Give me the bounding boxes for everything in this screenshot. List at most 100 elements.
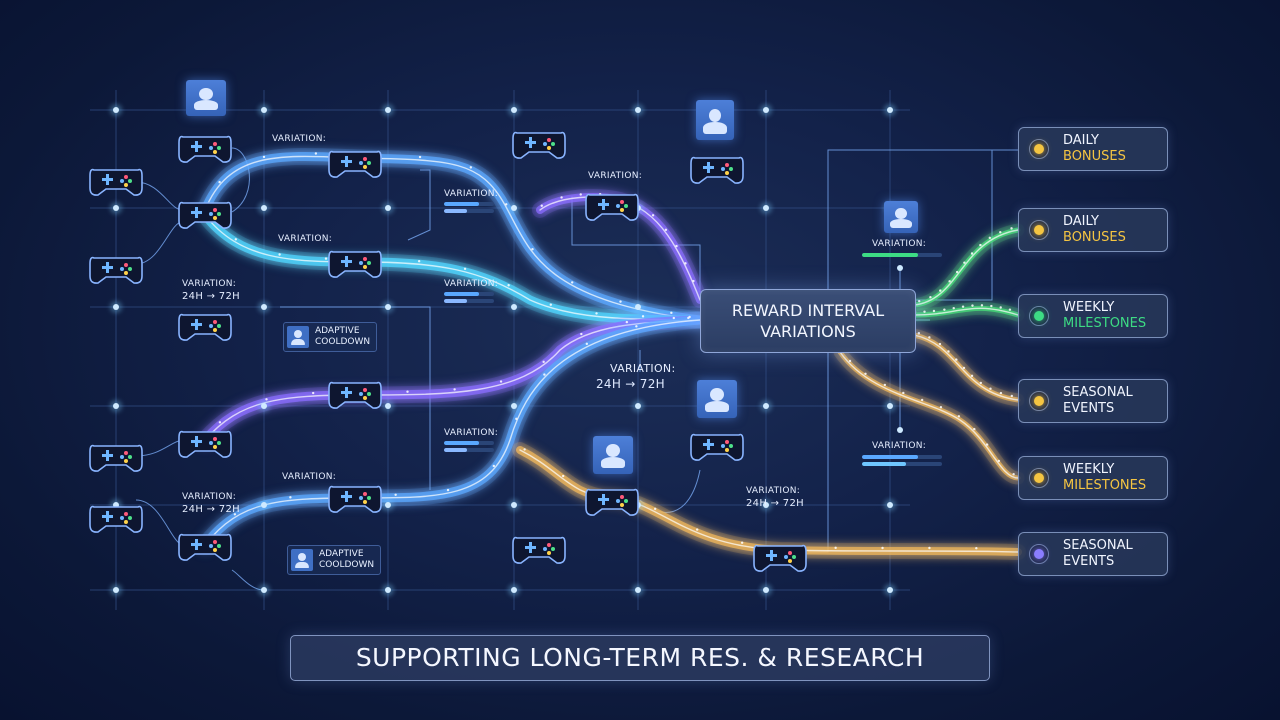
spark-dot bbox=[952, 306, 955, 310]
user-avatar-icon bbox=[291, 549, 313, 571]
variation-meter-bars bbox=[862, 250, 942, 257]
variation-text: VARIATION: bbox=[444, 428, 499, 438]
gamepad-icon bbox=[690, 433, 744, 461]
gamepad-button bbox=[359, 161, 363, 165]
grid-node bbox=[385, 205, 391, 211]
spark-dot bbox=[939, 406, 943, 409]
grid-node bbox=[113, 587, 119, 593]
gamepad-icon bbox=[690, 156, 744, 184]
grid-node bbox=[113, 205, 119, 211]
output-label-line2: EVENTS bbox=[1063, 554, 1115, 569]
grid-node bbox=[385, 304, 391, 310]
spark-dot bbox=[864, 372, 867, 376]
gamepad-button bbox=[620, 495, 624, 499]
gamepad-body bbox=[753, 544, 807, 572]
interval-text: 24H → 72H bbox=[182, 291, 240, 302]
gamepad-button bbox=[363, 500, 367, 504]
gamepad-body bbox=[89, 256, 143, 284]
output-label-line1: WEEKLY bbox=[1063, 300, 1115, 315]
gamepad-button bbox=[209, 544, 213, 548]
gamepad-button bbox=[213, 540, 217, 544]
stream-core bbox=[204, 155, 701, 321]
variation-meter: VARIATION: bbox=[444, 279, 498, 303]
gamepad-button bbox=[120, 455, 124, 459]
gamepad-body bbox=[178, 430, 232, 458]
gamepad-body bbox=[328, 150, 382, 178]
spark-dot bbox=[917, 332, 921, 335]
adaptive-text: ADAPTIVE bbox=[319, 549, 364, 559]
gamepad-layer bbox=[89, 131, 807, 572]
spark-dot bbox=[394, 493, 397, 496]
spark-dot bbox=[938, 342, 942, 346]
spark-dot bbox=[955, 270, 959, 274]
gamepad-body bbox=[178, 135, 232, 163]
gamepad-button bbox=[128, 516, 132, 520]
stream-core bbox=[913, 334, 1019, 401]
output-seasonal-events: SEASONAL EVENTS bbox=[1018, 532, 1168, 576]
gamepad-button bbox=[363, 492, 367, 496]
spark-dot bbox=[918, 299, 921, 303]
grid-node bbox=[261, 502, 267, 508]
gamepad-button bbox=[213, 320, 217, 324]
gamepad-button bbox=[363, 257, 367, 261]
gamepad-body bbox=[328, 381, 382, 409]
gamepad-button bbox=[725, 440, 729, 444]
stream-core bbox=[204, 319, 701, 546]
variation-text: VARIATION: bbox=[444, 279, 499, 289]
variation-label: VARIATION: bbox=[872, 239, 927, 249]
gamepad-icon bbox=[89, 256, 143, 284]
output-daily-bonuses: DAILY BONUSES bbox=[1018, 127, 1168, 171]
spark-dot bbox=[999, 391, 1003, 395]
spark-dot bbox=[446, 488, 450, 492]
spark-dot bbox=[531, 247, 534, 251]
gamepad-button bbox=[792, 555, 796, 559]
output-weekly-milestones: WEEKLY MILESTONES bbox=[1018, 294, 1168, 338]
gamepad-button bbox=[217, 441, 221, 445]
gamepad-button bbox=[213, 328, 217, 332]
gamepad-dpad bbox=[341, 491, 352, 502]
gamepad-dpad bbox=[766, 550, 777, 561]
spark-dot bbox=[985, 443, 989, 446]
reward-interval-hub: REWARD INTERVAL VARIATIONS bbox=[700, 289, 916, 353]
spark-dot bbox=[848, 359, 852, 363]
spark-dot bbox=[641, 315, 645, 318]
output-label-line2: MILESTONES bbox=[1063, 316, 1147, 331]
gamepad-button bbox=[124, 459, 128, 463]
gamepad-dpad bbox=[341, 256, 352, 267]
gamepad-button bbox=[363, 165, 367, 169]
spark-dot bbox=[834, 546, 837, 550]
spark-dot bbox=[943, 308, 946, 311]
gamepad-button bbox=[788, 559, 792, 563]
grid-node bbox=[887, 587, 893, 593]
spark-dot bbox=[570, 281, 574, 284]
interval-text: 24H → 72H bbox=[182, 504, 240, 515]
gamepad-button bbox=[209, 441, 213, 445]
gamepad-button bbox=[213, 548, 217, 552]
gamepad-button bbox=[551, 547, 555, 551]
output-label-line1: SEASONAL bbox=[1063, 385, 1133, 400]
status-dot-icon bbox=[1029, 544, 1049, 564]
gamepad-button bbox=[616, 204, 620, 208]
gamepad-dpad bbox=[598, 199, 609, 210]
gamepad-icon bbox=[512, 131, 566, 159]
gamepad-icon bbox=[178, 201, 232, 229]
grid-node bbox=[261, 403, 267, 409]
gamepad-button bbox=[124, 520, 128, 524]
gamepad-button bbox=[624, 499, 628, 503]
spark-dot bbox=[664, 228, 668, 232]
gamepad-body bbox=[690, 433, 744, 461]
gamepad-dpad bbox=[191, 207, 202, 218]
spark-dot bbox=[672, 316, 676, 320]
gamepad-body bbox=[178, 201, 232, 229]
grid-node bbox=[261, 587, 267, 593]
spark-dot bbox=[218, 421, 222, 424]
gamepad-button bbox=[620, 208, 624, 212]
gamepad-button bbox=[120, 516, 124, 520]
gamepad-button bbox=[217, 544, 221, 548]
spark-dot bbox=[687, 316, 690, 320]
gamepad-button bbox=[367, 392, 371, 396]
gamepad-button bbox=[209, 212, 213, 216]
gamepad-button bbox=[547, 543, 551, 547]
spark-dot bbox=[625, 320, 629, 324]
spark-dot bbox=[233, 513, 237, 516]
